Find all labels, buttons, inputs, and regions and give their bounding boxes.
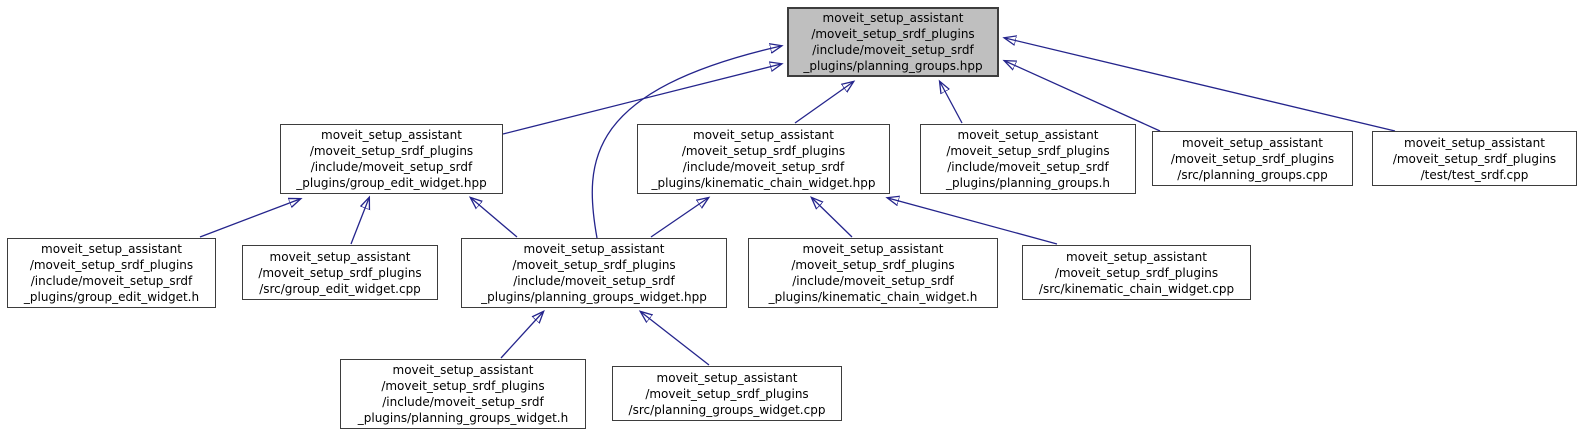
node-planning-groups-widget-h[interactable]: moveit_setup_assistant /moveit_setup_srd… bbox=[340, 359, 586, 429]
edge-planning-groups-widget-hpp-to-group-edit-widget-hpp bbox=[471, 198, 518, 238]
edge-planning-groups-widget-hpp-to-planning-groups-hpp bbox=[591, 46, 781, 239]
node-group-edit-widget-cpp[interactable]: moveit_setup_assistant /moveit_setup_srd… bbox=[242, 245, 438, 300]
edge-kinematic-chain-widget-hpp-to-planning-groups-hpp bbox=[794, 82, 853, 124]
edge-kinematic-chain-widget-h-to-kinematic-chain-widget-hpp bbox=[812, 198, 853, 238]
node-planning-groups-widget-hpp[interactable]: moveit_setup_assistant /moveit_setup_srd… bbox=[461, 238, 727, 308]
node-planning-groups-hpp[interactable]: moveit_setup_assistant /moveit_setup_srd… bbox=[787, 7, 999, 77]
node-planning-groups-widget-cpp[interactable]: moveit_setup_assistant /moveit_setup_srd… bbox=[612, 366, 842, 421]
node-kinematic-chain-widget-cpp[interactable]: moveit_setup_assistant /moveit_setup_srd… bbox=[1022, 245, 1251, 300]
edge-test-srdf-cpp-to-planning-groups-hpp bbox=[1005, 38, 1396, 132]
node-kinematic-chain-widget-h[interactable]: moveit_setup_assistant /moveit_setup_srd… bbox=[748, 238, 998, 308]
edge-group-edit-widget-h-to-group-edit-widget-hpp bbox=[199, 199, 300, 238]
node-test-srdf-cpp[interactable]: moveit_setup_assistant /moveit_setup_srd… bbox=[1372, 131, 1577, 186]
edge-planning-groups-widget-hpp-to-kinematic-chain-widget-hpp bbox=[650, 198, 708, 238]
node-kinematic-chain-widget-hpp[interactable]: moveit_setup_assistant /moveit_setup_srd… bbox=[637, 124, 890, 194]
edge-planning-groups-widget-cpp-to-planning-groups-widget-hpp bbox=[641, 312, 710, 366]
edge-group-edit-widget-hpp-to-planning-groups-hpp bbox=[502, 64, 781, 135]
edge-kinematic-chain-widget-cpp-to-kinematic-chain-widget-hpp bbox=[888, 198, 1058, 245]
edge-planning-groups-h-to-planning-groups-hpp bbox=[940, 82, 963, 124]
node-planning-groups-cpp[interactable]: moveit_setup_assistant /moveit_setup_srd… bbox=[1152, 131, 1353, 186]
node-planning-groups-h[interactable]: moveit_setup_assistant /moveit_setup_srd… bbox=[920, 124, 1136, 194]
edge-planning-groups-cpp-to-planning-groups-hpp bbox=[1005, 61, 1161, 132]
edge-group-edit-widget-cpp-to-group-edit-widget-hpp bbox=[350, 198, 369, 245]
node-group-edit-widget-h[interactable]: moveit_setup_assistant /moveit_setup_srd… bbox=[7, 238, 216, 308]
node-group-edit-widget-hpp[interactable]: moveit_setup_assistant /moveit_setup_srd… bbox=[280, 124, 503, 194]
edge-planning-groups-widget-h-to-planning-groups-widget-hpp bbox=[500, 312, 543, 359]
